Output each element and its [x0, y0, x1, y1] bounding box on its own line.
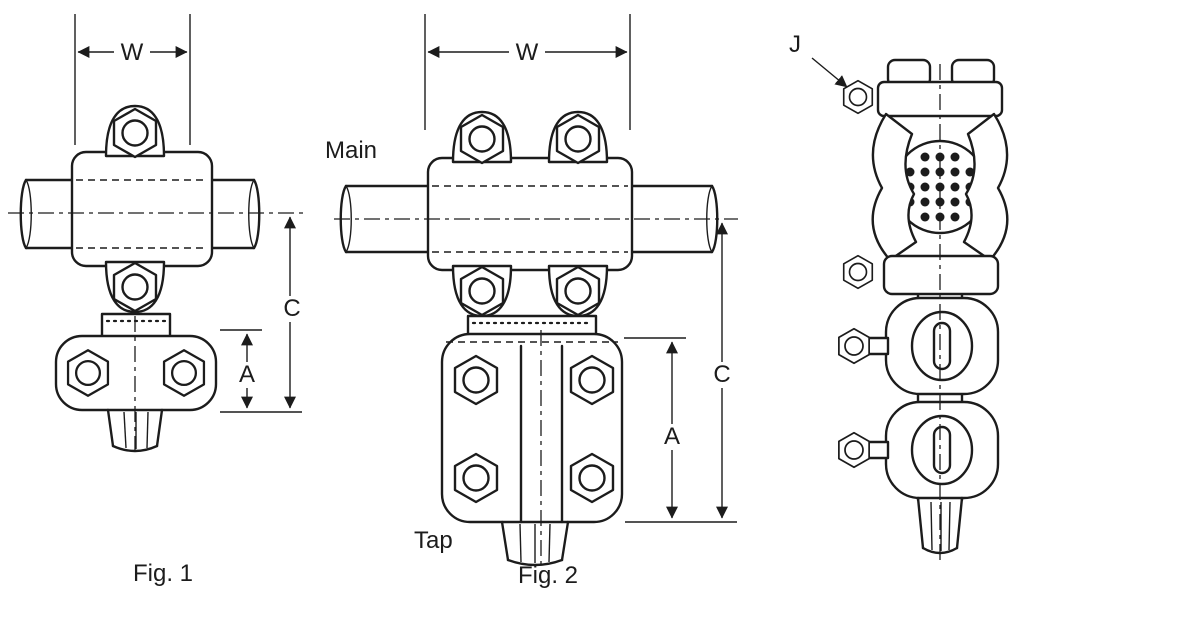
fig1-dim-w-label: W	[121, 39, 144, 66]
fig2-tap-stub	[500, 520, 570, 567]
fig1-lower-right-hex-bolt	[162, 349, 206, 397]
fig2-dim-w-label: W	[516, 39, 539, 66]
fig3-right-clamp-jaw	[962, 112, 1009, 262]
fig3-cell2-bolt-shank	[866, 440, 890, 460]
fig2-dim-a-label: A	[664, 423, 680, 450]
fig2-lower-bolt-bottom-left	[453, 452, 499, 504]
fig1-dim-a-label: A	[239, 361, 255, 388]
fig1-bottom-hex-bolt	[112, 261, 158, 313]
fig3-cell1-oval	[910, 310, 974, 382]
fig1-upper-clamp-body	[70, 150, 214, 268]
fig3-tap-stub	[916, 496, 964, 555]
fig3-cell2-slot	[932, 425, 952, 475]
fig3-top-left-nut	[842, 79, 874, 115]
fig1-dim-w: W	[74, 14, 191, 145]
fig1-dim-a: A	[220, 329, 262, 409]
fig1-lower-left-hex-bolt	[66, 349, 110, 397]
fig2-dim-a: A	[624, 337, 686, 519]
fig2-lower-bolt-top-left	[453, 354, 499, 406]
fig3-cell1-bolt-shank	[866, 336, 890, 356]
fig2-tap-label: Tap	[414, 527, 453, 554]
fig3-cell2-nut	[838, 431, 870, 469]
fig1-drawing: W C A Fig. 1	[8, 14, 306, 587]
fig1-tap-stub	[106, 408, 164, 453]
fig3-cell2-oval	[910, 414, 974, 486]
fig3-cell1-nut	[838, 327, 870, 365]
fig2-dim-w: W	[424, 14, 631, 130]
fig3-cell1-slot	[932, 321, 952, 371]
fig3-drawing: J	[789, 31, 1009, 560]
fig1-clamp-neck	[100, 312, 172, 340]
fig1-caption: Fig. 1	[133, 560, 193, 587]
fig2-main-label: Main	[325, 137, 377, 164]
fig2-top-left-hex-bolt	[459, 113, 505, 165]
fig3-mid-plate	[882, 254, 1000, 296]
fig3-left-clamp-jaw	[871, 112, 918, 262]
fig2-lower-bolt-top-right	[569, 354, 615, 406]
fig2-mid-left-hex-bolt	[459, 265, 505, 317]
fig1-top-hex-bolt	[112, 107, 158, 159]
fig2-lower-bolt-bottom-right	[569, 452, 615, 504]
fig3-mid-left-nut	[842, 254, 874, 290]
fig2-caption: Fig. 2	[518, 562, 578, 589]
fig2-top-right-hex-bolt	[555, 113, 601, 165]
fig2-upper-clamp-body	[426, 156, 634, 272]
fig3-j-callout: J	[789, 31, 848, 88]
fig2-dim-c: C	[625, 222, 737, 523]
fig2-mid-right-hex-bolt	[555, 265, 601, 317]
fig2-dim-c-label: C	[713, 361, 730, 388]
fig1-dim-c: C	[220, 216, 306, 413]
fig3-j-label: J	[789, 31, 801, 58]
fig1-dim-c-label: C	[283, 295, 300, 322]
fig2-drawing: W C A Main Tap Fig. 2	[325, 14, 738, 589]
